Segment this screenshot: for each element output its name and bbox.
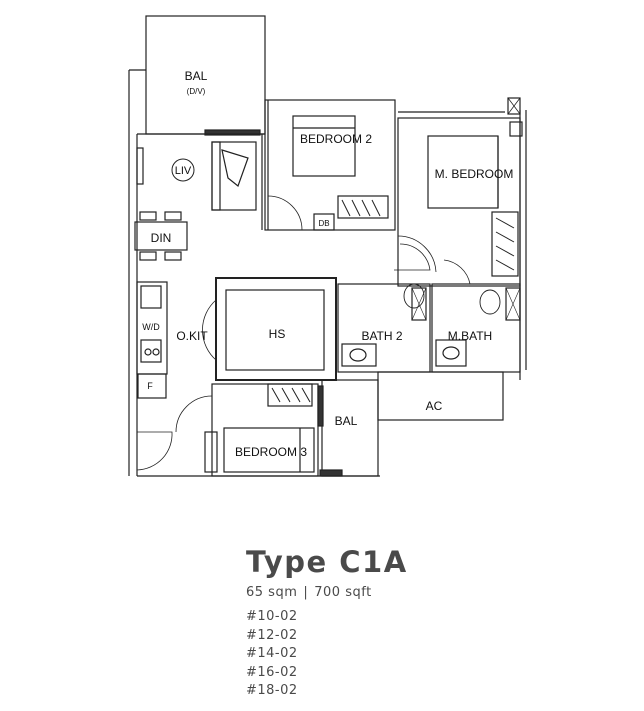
label-ac: AC <box>426 399 443 413</box>
label-f: F <box>147 381 153 391</box>
label-bedroom2: BEDROOM 2 <box>300 132 372 146</box>
bedroom3-bed <box>223 427 315 473</box>
floor-plan: BAL (D/V) LIV DIN BEDROOM 2 M. BEDROOM D… <box>128 15 527 477</box>
label-db: DB <box>318 219 329 228</box>
area-sqft: 700 sqft <box>314 585 372 600</box>
label-mbedroom: M. BEDROOM <box>435 167 514 181</box>
sofa <box>211 141 257 211</box>
label-hs: HS <box>269 327 286 341</box>
label-wd: W/D <box>142 322 160 332</box>
unit-number: #18-02 <box>246 683 298 698</box>
unit-number: #12-02 <box>246 627 298 643</box>
bedroom3-outline <box>211 383 319 477</box>
master-bedroom-outline <box>397 117 521 287</box>
label-din: DIN <box>151 231 172 245</box>
household-shelter-outer <box>215 277 337 381</box>
unit-area: 65 sqm | 700 sqft <box>246 585 408 600</box>
household-shelter-inner <box>225 289 325 371</box>
unit-info-panel: Type C1A 65 sqm | 700 sqft #10-02 #12-02 #… <box>246 545 408 701</box>
label-okit: O.KIT <box>176 329 208 343</box>
unit-type-title: Type C1A <box>246 545 408 579</box>
label-liv: LIV <box>175 165 192 177</box>
unit-number: #10-02 <box>246 609 298 624</box>
bedroom2-outline <box>264 99 396 231</box>
label-bal-bottom: BAL <box>335 414 358 428</box>
label-bath2: BATH 2 <box>361 329 402 343</box>
dining-table <box>134 221 188 251</box>
master-bath-outline <box>431 283 521 373</box>
unit-number: #16-02 <box>246 664 298 680</box>
area-sqm: 65 sqm <box>246 585 298 600</box>
unit-list: #10-02 #12-02 #14-02 #16-02 #18-02 <box>246 608 408 701</box>
unit-number: #14-02 <box>246 646 298 661</box>
label-bal-top: BAL <box>185 69 208 83</box>
area-separator: | <box>303 585 309 600</box>
bedroom2-bed <box>292 115 356 177</box>
balcony-bottom-outline <box>321 379 379 477</box>
label-bedroom3: BEDROOM 3 <box>235 445 307 459</box>
label-bal-top-sub: (D/V) <box>187 87 206 96</box>
label-mbath: M.BATH <box>448 329 492 343</box>
